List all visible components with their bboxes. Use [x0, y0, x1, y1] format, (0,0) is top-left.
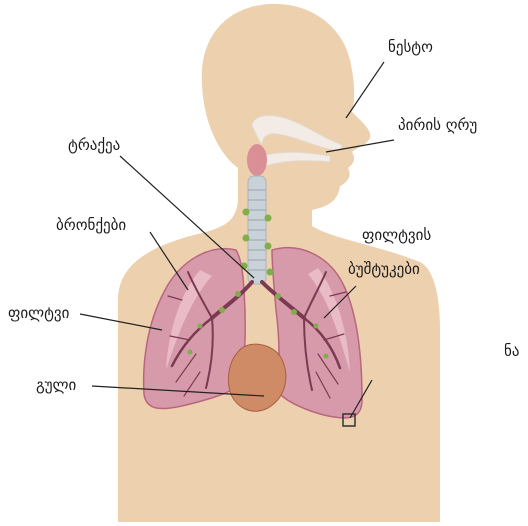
- label-lung: ფილტვი: [8, 304, 69, 322]
- label-alveoli-line2: ბუშტუკები: [348, 260, 420, 278]
- larynx: [247, 144, 267, 176]
- label-nose: ნესტო: [388, 38, 433, 56]
- label-alveoli-line1: ფილტვის: [362, 226, 431, 244]
- label-trachea: ტრაქეა: [68, 136, 120, 154]
- label-fragment: ნა: [504, 342, 519, 360]
- heart: [228, 344, 285, 411]
- label-mouth: პირის ღრუ: [398, 116, 477, 134]
- label-bronchi: ბრონქები: [56, 216, 126, 234]
- label-heart: გული: [36, 376, 76, 394]
